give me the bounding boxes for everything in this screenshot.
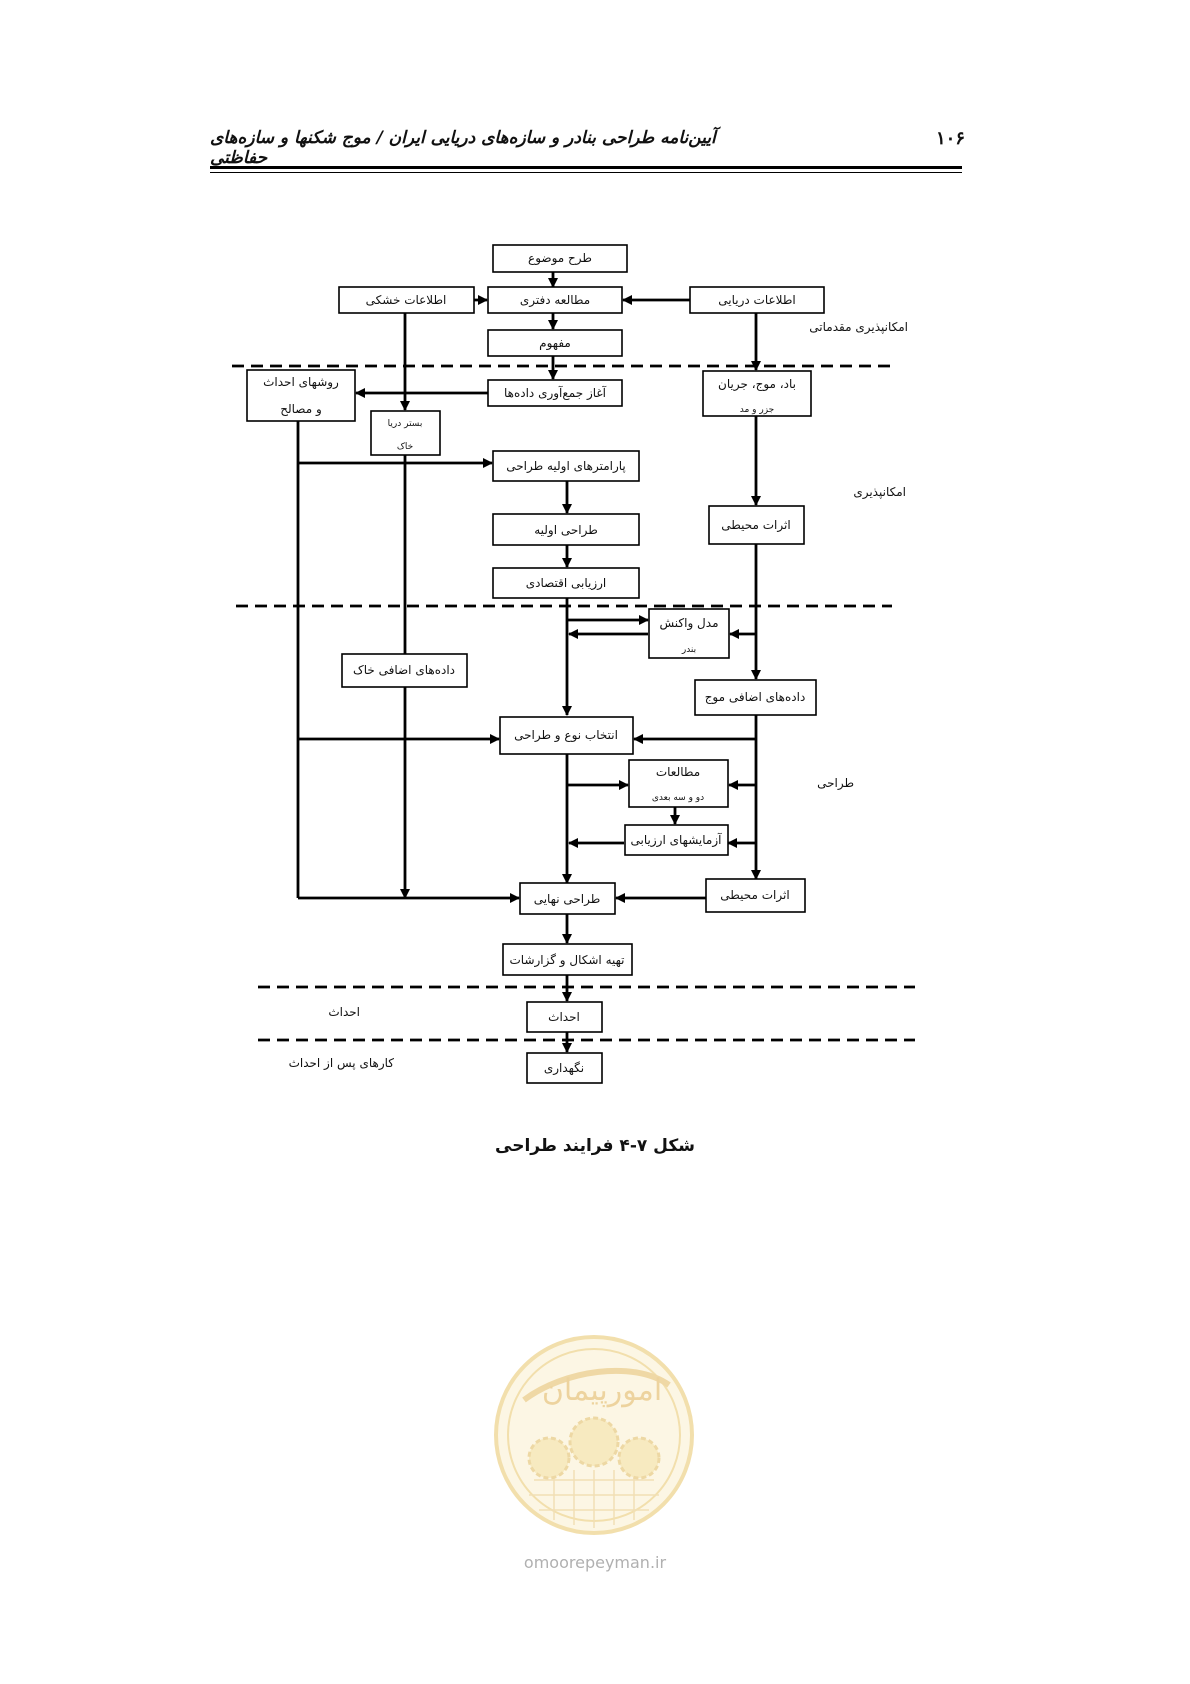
svg-text:ارزیابی اقتصادی: ارزیابی اقتصادی — [526, 576, 607, 591]
svg-text:پارامترهای اولیه طراحی: پارامترهای اولیه طراحی — [506, 459, 626, 474]
header-rule-thin — [210, 172, 962, 173]
svg-text:نگهداری: نگهداری — [544, 1061, 584, 1076]
svg-text:طراحی نهایی: طراحی نهایی — [534, 892, 601, 907]
svg-text:داده‌های اضافی خاک: داده‌های اضافی خاک — [353, 663, 455, 677]
watermark-logo: امورپیمان — [494, 1335, 694, 1535]
node-additional-soil-data: داده‌های اضافی خاک — [341, 653, 468, 688]
svg-text:طرح موضوع: طرح موضوع — [528, 251, 592, 266]
svg-text:اثرات محیطی: اثرات محیطی — [720, 888, 789, 903]
svg-text:باد، موج، جریان: باد، موج، جریان — [718, 377, 796, 392]
phase-label-design: طراحی — [817, 776, 854, 791]
node-desk-study: مطالعه دفتری — [487, 286, 623, 314]
header-rule-thick — [210, 166, 962, 169]
node-evaluation-tests: آزمایشهای ارزیابی — [624, 824, 729, 856]
phase-label-post-construction: کارهای پس از احداث — [289, 1056, 395, 1071]
svg-text:آغاز جمع‌آوری داده‌ها: آغاز جمع‌آوری داده‌ها — [504, 385, 607, 401]
node-additional-wave-data: داده‌های اضافی موج — [694, 679, 817, 716]
node-topic-definition: طرح موضوع — [492, 244, 628, 273]
svg-text:دو و سه بعدی: دو و سه بعدی — [652, 793, 704, 803]
svg-text:مطالعات: مطالعات — [656, 765, 700, 779]
node-initial-design-parameters: پارامترهای اولیه طراحی — [492, 450, 640, 482]
svg-text:امورپیمان: امورپیمان — [542, 1373, 662, 1408]
phase-label-feasibility: امکانپذیری — [853, 485, 906, 500]
node-economic-assessment: ارزیابی اقتصادی — [492, 567, 640, 599]
svg-text:مدل واکنش: مدل واکنش — [659, 616, 718, 631]
svg-text:خاک: خاک — [397, 441, 413, 452]
svg-text:انتخاب نوع و طراحی: انتخاب نوع و طراحی — [514, 728, 618, 743]
running-header-title: آیین‌نامه طراحی بنادر و سازه‌های دریایی … — [210, 128, 716, 168]
watermark-url: omoorepeyman.ir — [523, 1553, 667, 1572]
svg-text:جزر و مد: جزر و مد — [740, 405, 775, 415]
flow-edges — [296, 272, 762, 1054]
node-harbor-response-model: مدل واکنش بندر — [648, 608, 730, 659]
svg-text:روشهای احداث: روشهای احداث — [263, 375, 339, 390]
node-seabed-soil: بستر دریا خاک — [370, 410, 441, 456]
svg-text:مفهوم: مفهوم — [539, 336, 571, 351]
node-concept: مفهوم — [487, 329, 623, 357]
svg-text:اثرات محیطی: اثرات محیطی — [721, 518, 790, 533]
page-number: ۱۰۶ — [935, 128, 965, 149]
svg-text:و مصالح: و مصالح — [280, 402, 322, 417]
node-type-selection-and-design: انتخاب نوع و طراحی — [499, 716, 634, 755]
svg-text:بندر: بندر — [681, 645, 696, 655]
node-construction: احداث — [526, 1001, 603, 1033]
svg-text:طراحی اولیه: طراحی اولیه — [534, 523, 598, 538]
node-construction-methods-materials: روشهای احداث و مصالح — [246, 369, 356, 422]
node-land-data: اطلاعات خشکی — [338, 286, 475, 314]
svg-text:بستر دریا: بستر دریا — [388, 419, 423, 429]
svg-text:تهیه اشکال و گزارشات: تهیه اشکال و گزارشات — [509, 953, 624, 968]
node-marine-data: اطلاعات دریایی — [689, 286, 825, 314]
figure-caption: شکل ۷-۴ فرایند طراحی — [495, 1136, 695, 1156]
phase-label-construction: احداث — [328, 1005, 360, 1019]
phase-label-prefeasibility: امکانپذیری مقدماتی — [809, 320, 908, 335]
node-maintenance: نگهداری — [526, 1052, 603, 1084]
node-final-design: طراحی نهایی — [519, 882, 616, 915]
svg-text:مطالعه دفتری: مطالعه دفتری — [520, 293, 590, 308]
svg-text:اطلاعات خشکی: اطلاعات خشکی — [366, 293, 447, 307]
node-wind-wave-current-tide: باد، موج، جریان جزر و مد — [702, 370, 812, 417]
node-environmental-impacts-1: اثرات محیطی — [708, 505, 805, 545]
node-2d-3d-studies: مطالعات دو و سه بعدی — [628, 759, 729, 808]
node-preliminary-design: طراحی اولیه — [492, 513, 640, 546]
svg-text:اطلاعات دریایی: اطلاعات دریایی — [718, 293, 795, 308]
svg-text:داده‌های اضافی موج: داده‌های اضافی موج — [705, 690, 806, 705]
node-data-collection-start: آغاز جمع‌آوری داده‌ها — [487, 379, 623, 407]
svg-text:احداث: احداث — [548, 1010, 580, 1024]
node-drawings-and-reports: تهیه اشکال و گزارشات — [502, 943, 633, 976]
node-environmental-impacts-2: اثرات محیطی — [705, 878, 806, 913]
svg-text:آزمایشهای ارزیابی: آزمایشهای ارزیابی — [631, 832, 723, 848]
